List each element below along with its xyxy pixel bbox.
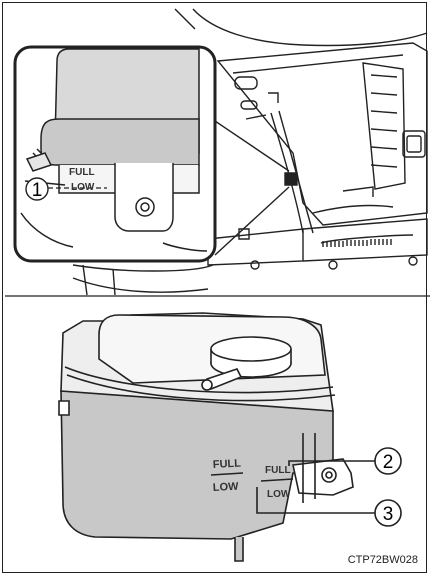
tank-full-label: FULL [213,458,242,471]
tank-low-label: LOW [213,481,240,494]
reservoir-illustration [59,313,353,561]
illustration: FULL LOW 1 [3,3,432,579]
callout-2: 2 [375,448,401,474]
tank-full-label-side: FULL [265,465,291,476]
callout-1-label: 1 [32,180,43,201]
figure-frame: FULL LOW 1 [2,2,427,573]
callout-1: 1 [26,178,48,201]
callout-3-label: 3 [383,504,394,525]
inset-full-label: FULL [69,167,95,178]
figure-caption-code: CTP72BW028 [348,554,418,566]
callout-3: 3 [375,500,401,526]
tank-low-label-side: LOW [267,489,291,500]
callout-2-label: 2 [383,452,394,473]
inset-low-label: LOW [71,182,95,193]
